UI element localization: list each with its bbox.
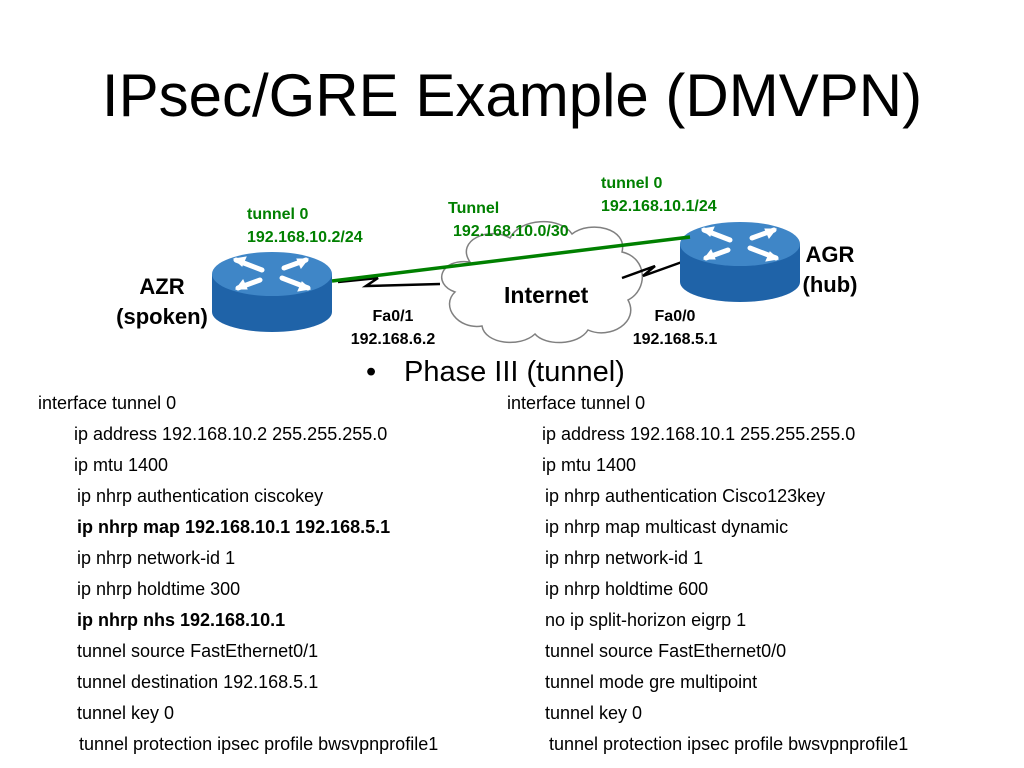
config-line: tunnel key 0 [77, 703, 175, 723]
config-line: tunnel protection ipsec profile bwsvpnpr… [549, 734, 909, 754]
config-line: tunnel protection ipsec profile bwsvpnpr… [79, 734, 439, 754]
config-line: ip nhrp network-id 1 [545, 548, 704, 568]
phase-bullet: •Phase III (tunnel) [366, 356, 625, 388]
azr-router-icon [212, 252, 332, 332]
spoke-tunnel-label: tunnel 0 192.168.10.2/24 [247, 206, 363, 246]
config-line: tunnel source FastEthernet0/1 [77, 641, 319, 661]
config-line: tunnel mode gre multipoint [545, 672, 758, 692]
config-line: no ip split-horizon eigrp 1 [545, 610, 747, 630]
hub-config: interface tunnel 0 ip address 192.168.10… [507, 388, 908, 760]
config-line: ip nhrp nhs 192.168.10.1 [77, 610, 286, 630]
tunnel-network-label: Tunnel 192.168.10.0/30 [448, 200, 569, 240]
config-line: ip nhrp map multicast dynamic [545, 517, 789, 537]
config-line: ip address 192.168.10.1 255.255.255.0 [542, 424, 856, 444]
config-line: ip nhrp holdtime 600 [545, 579, 709, 599]
hub-wan-link [621, 260, 683, 280]
slide-title: IPsec/GRE Example (DMVPN) [101, 62, 923, 129]
config-line: ip nhrp network-id 1 [77, 548, 236, 568]
internet-cloud [440, 221, 643, 344]
config-line: tunnel source FastEthernet0/0 [545, 641, 787, 661]
internet-label: Internet [504, 282, 589, 308]
config-line: ip mtu 1400 [542, 455, 637, 475]
config-line: tunnel destination 192.168.5.1 [77, 672, 319, 692]
hub-interface-label: Fa0/0 192.168.5.1 [632, 308, 718, 348]
bullet-dot-icon: • [366, 356, 377, 388]
spoke-interface-label: Fa0/1 192.168.6.2 [350, 308, 436, 348]
config-line: ip nhrp authentication Cisco123key [545, 486, 826, 506]
azr-device-label: AZR (spoken) [116, 274, 208, 329]
config-line: tunnel key 0 [545, 703, 643, 723]
config-line: ip nhrp holdtime 300 [77, 579, 241, 599]
agr-router-icon [680, 222, 800, 302]
spoke-config: interface tunnel 0 ip address 192.168.10… [38, 388, 438, 760]
agr-device-label: AGR (hub) [802, 242, 858, 297]
config-line: ip nhrp authentication ciscokey [77, 486, 324, 506]
config-line: ip nhrp map 192.168.10.1 192.168.5.1 [77, 517, 391, 537]
gre-tunnel-line [331, 235, 691, 283]
config-line: ip mtu 1400 [74, 455, 169, 475]
config-line: interface tunnel 0 [38, 393, 177, 413]
hub-tunnel-label: tunnel 0 192.168.10.1/24 [601, 175, 717, 215]
config-line: ip address 192.168.10.2 255.255.255.0 [74, 424, 388, 444]
spoke-wan-link [337, 276, 441, 288]
config-line: interface tunnel 0 [507, 393, 646, 413]
